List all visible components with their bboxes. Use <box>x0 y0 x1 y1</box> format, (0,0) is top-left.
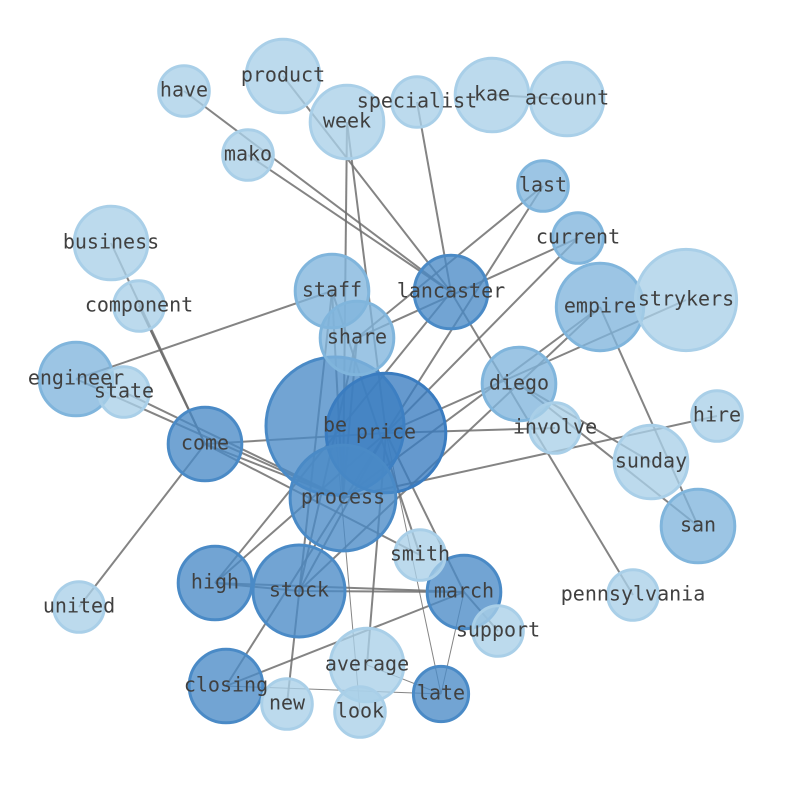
node-layer <box>37 37 744 739</box>
node-component <box>112 279 166 333</box>
node-label-staff: staff <box>302 278 362 302</box>
node-label-business: business <box>63 230 159 254</box>
node-late <box>411 664 471 724</box>
node-label-look: look <box>336 699 384 723</box>
node-united <box>52 580 106 634</box>
node-label-high: high <box>191 570 239 594</box>
node-label-average: average <box>325 652 409 676</box>
node-label-empire: empire <box>564 294 636 318</box>
node-process <box>288 443 398 553</box>
node-label-state: state <box>94 379 154 403</box>
node-label-sunday: sunday <box>615 449 687 473</box>
node-product <box>244 37 322 115</box>
node-label-specialist: specialist <box>357 89 477 113</box>
node-closing <box>187 647 265 725</box>
node-state <box>97 365 151 419</box>
node-label-have: have <box>160 78 208 102</box>
node-look <box>333 685 387 739</box>
node-kae <box>453 56 531 134</box>
node-hire <box>690 389 744 443</box>
node-label-strykers: strykers <box>638 287 734 311</box>
node-label-component: component <box>85 293 193 317</box>
node-san <box>659 487 737 565</box>
node-have <box>157 64 211 118</box>
node-smith <box>393 528 447 582</box>
node-label-come: come <box>181 431 229 455</box>
node-week <box>308 83 386 161</box>
node-label-san: san <box>680 513 716 537</box>
node-label-stock: stock <box>269 578 329 602</box>
node-mako <box>221 128 275 182</box>
node-share <box>318 299 396 377</box>
node-label-closing: closing <box>184 673 268 697</box>
node-label-involve: involve <box>513 415 597 439</box>
node-diego <box>480 345 558 423</box>
node-label-diego: diego <box>489 371 549 395</box>
node-label-engineer: engineer <box>28 366 124 390</box>
node-support <box>471 604 525 658</box>
node-label-pennsylvania: pennsylvania <box>561 582 706 606</box>
node-label-current: current <box>536 225 620 249</box>
node-label-late: late <box>417 681 465 705</box>
node-involve <box>528 401 582 455</box>
node-pennsylvania <box>606 568 660 622</box>
node-strykers <box>633 247 739 353</box>
node-label-price: price <box>356 420 416 444</box>
node-label-week: week <box>323 109 371 133</box>
edge-engineer-staff <box>75 290 333 380</box>
node-label-share: share <box>327 325 387 349</box>
node-high <box>176 544 254 622</box>
node-label-kae: kae <box>474 82 510 106</box>
node-label-support: support <box>456 618 540 642</box>
node-account <box>528 60 606 138</box>
node-current <box>551 211 605 265</box>
node-label-lancaster: lancaster <box>397 279 505 303</box>
node-label-mako: mako <box>224 142 272 166</box>
node-last <box>516 159 570 213</box>
node-label-last: last <box>519 173 567 197</box>
node-label-account: account <box>525 86 609 110</box>
node-label-process: process <box>301 485 385 509</box>
node-come <box>166 405 244 483</box>
node-label-united: united <box>43 594 115 618</box>
node-new <box>260 677 314 731</box>
node-label-product: product <box>241 63 325 87</box>
node-sunday <box>612 423 690 501</box>
node-stock <box>251 543 347 639</box>
node-business <box>72 204 150 282</box>
edge-lancaster-have <box>183 90 452 293</box>
node-lancaster <box>412 253 490 331</box>
node-label-march: march <box>434 579 494 603</box>
node-label-be: be <box>323 413 347 437</box>
edge-lancaster-mako <box>247 154 452 293</box>
node-label-new: new <box>269 691 306 715</box>
node-specialist <box>390 75 444 129</box>
node-label-smith: smith <box>390 542 450 566</box>
node-label-hire: hire <box>693 403 741 427</box>
